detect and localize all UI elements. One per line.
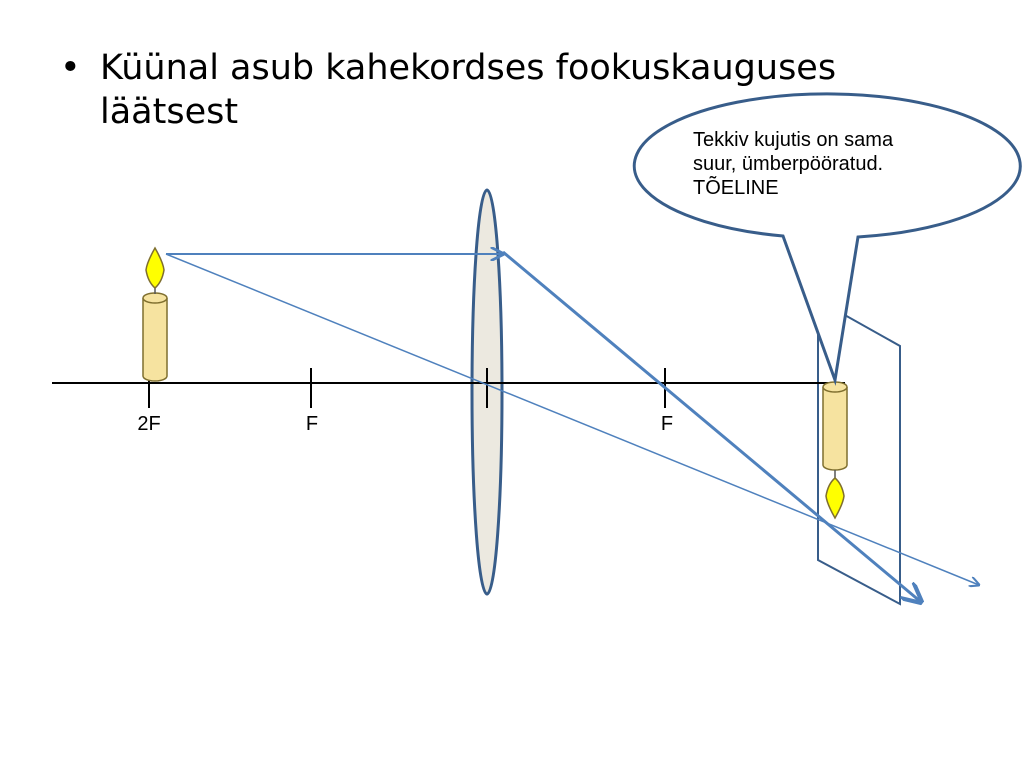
object-candle xyxy=(142,246,168,382)
flame-icon xyxy=(145,246,165,289)
slide-title: • Küünal asub kahekordses fookuskauguses… xyxy=(60,46,940,134)
candle-body xyxy=(142,298,168,382)
image-candle xyxy=(822,381,848,520)
callout-line: TÕELINE xyxy=(693,177,779,199)
callout-line: suur, ümberpööratud. xyxy=(693,153,884,175)
bullet-marker: • xyxy=(60,48,81,88)
label-2f: 2F xyxy=(137,413,160,435)
ray-refracted-through-focus xyxy=(502,250,921,602)
ray-through-center xyxy=(165,253,979,585)
candle-top xyxy=(142,292,168,304)
image-candle-body xyxy=(822,387,848,471)
image-flame-icon xyxy=(825,477,845,520)
label-f-right: F xyxy=(661,413,673,435)
callout-bubble xyxy=(632,92,1022,386)
label-f-left: F xyxy=(306,413,318,435)
title-text: Küünal asub kahekordses fookuskauguses l… xyxy=(100,48,837,132)
callout-text: Tekkiv kujutis on sama suur, ümberpöörat… xyxy=(693,128,973,200)
callout-line: Tekkiv kujutis on sama xyxy=(693,129,894,151)
